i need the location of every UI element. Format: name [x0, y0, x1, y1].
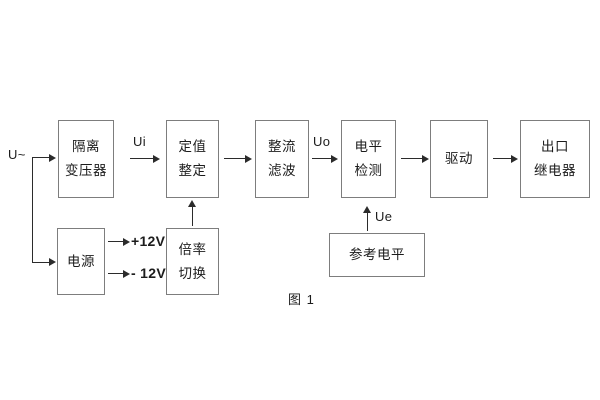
wire-setting-to-rectifier	[224, 158, 247, 160]
block-power-supply-line1: 电源	[67, 253, 95, 269]
block-output-relay[interactable]: 出口 继电器	[520, 120, 590, 198]
block-rectifier-filter-line2: 滤波	[268, 163, 296, 178]
block-output-relay-line1: 出口	[541, 139, 569, 155]
signal-ui-label: Ui	[133, 134, 146, 149]
arrow-multiplier-to-setting-icon	[188, 200, 196, 207]
block-multiplier-switch-line2: 切换	[178, 265, 207, 281]
block-isolation-transformer-line2: 变压器	[65, 163, 107, 178]
block-rectifier-filter-line1: 整流	[268, 139, 296, 155]
wire-to-isolation-transformer	[32, 157, 51, 159]
wire-driver-to-relay	[493, 158, 515, 160]
block-setting-value-line2: 整定	[178, 163, 207, 178]
wire-rail-positive	[108, 241, 125, 243]
block-multiplier-switch[interactable]: 倍率 切换	[166, 228, 219, 295]
wire-to-power-supply	[32, 261, 51, 263]
block-reference-level-line1: 参考电平	[349, 247, 405, 263]
signal-ue-label: Ue	[375, 209, 393, 224]
input-source-label: U~	[8, 147, 26, 162]
rail-positive-label: +12V	[131, 233, 166, 249]
wire-uo	[312, 158, 334, 160]
arrow-level-to-driver-icon	[422, 154, 429, 163]
block-isolation-transformer-line1: 隔离	[72, 139, 100, 155]
block-rectifier-filter[interactable]: 整流 滤波	[255, 120, 309, 198]
block-level-detection-line2: 检测	[354, 163, 383, 178]
block-setting-value[interactable]: 定值 整定	[166, 120, 219, 198]
arrow-ue-icon	[363, 206, 371, 213]
block-level-detection-line1: 电平	[354, 139, 383, 155]
arrow-driver-to-relay-icon	[511, 154, 518, 163]
wire-ui	[130, 158, 155, 160]
block-reference-level[interactable]: 参考电平	[329, 233, 425, 277]
input-branch-vertical	[32, 157, 34, 263]
block-output-relay-line2: 继电器	[534, 163, 576, 178]
block-setting-value-line1: 定值	[178, 139, 207, 155]
figure-caption: 图 1	[288, 292, 315, 307]
arrow-ui-icon	[153, 154, 160, 163]
wire-multiplier-to-setting	[192, 206, 194, 226]
arrow-to-power-supply-icon	[49, 258, 56, 266]
arrow-to-isolation-transformer-icon	[49, 153, 56, 162]
block-isolation-transformer[interactable]: 隔离 变压器	[58, 120, 114, 198]
rail-negative-label: - 12V	[131, 265, 166, 281]
wire-level-to-driver	[401, 158, 424, 160]
wire-ue	[367, 212, 369, 231]
arrow-setting-to-rectifier-icon	[245, 154, 252, 163]
block-multiplier-switch-line1: 倍率	[178, 241, 207, 257]
arrow-uo-icon	[331, 154, 338, 163]
block-driver-line1: 驱动	[445, 151, 473, 167]
signal-uo-label: Uo	[313, 134, 331, 149]
block-driver[interactable]: 驱动	[430, 120, 488, 198]
block-level-detection[interactable]: 电平 检测	[341, 120, 396, 198]
arrow-rail-positive-icon	[123, 237, 130, 246]
arrow-rail-negative-icon	[123, 269, 130, 278]
wire-rail-negative	[108, 273, 125, 275]
block-power-supply[interactable]: 电源	[57, 228, 105, 295]
